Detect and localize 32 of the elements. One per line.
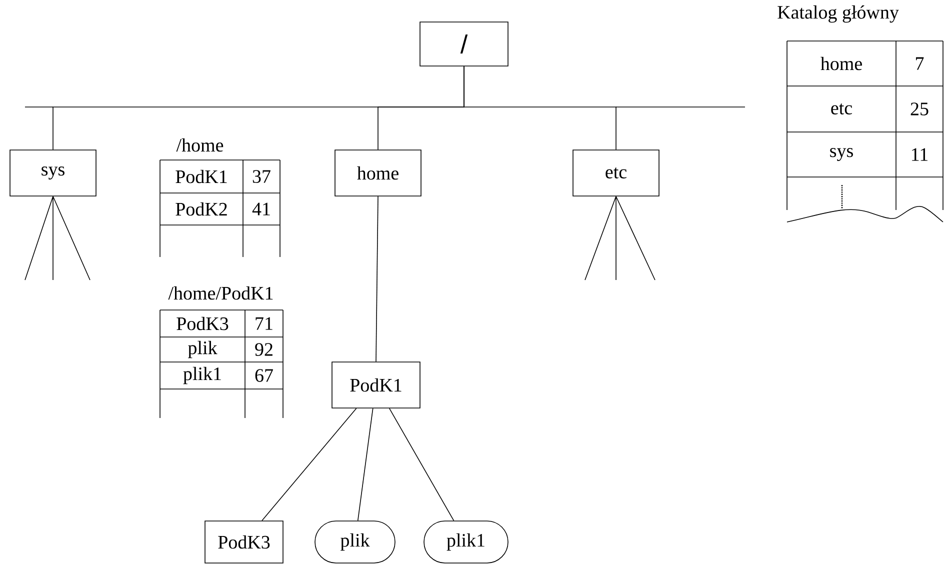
table-entry: plik: [188, 340, 218, 358]
table-entry: 25: [910, 102, 928, 116]
table-entry: PodK1: [176, 170, 227, 184]
table-entry: PodK3: [176, 316, 228, 330]
directory-box: sys: [10, 150, 96, 196]
table-title: /home: [176, 138, 224, 152]
tree-line: [262, 408, 357, 521]
tree-line: [376, 196, 378, 362]
table-entry: 41: [252, 202, 270, 216]
directory-box: PodK1: [332, 362, 420, 408]
tree-line: [357, 408, 374, 521]
file-node: plik: [314, 520, 396, 564]
directory-box: home: [334, 150, 422, 196]
table-entry: sys: [830, 148, 853, 162]
table-title: /home/PodK1: [168, 286, 273, 300]
file-node: plik1: [424, 520, 508, 564]
table-entry: plik1: [183, 366, 221, 384]
directory-box: etc: [572, 150, 660, 196]
table-title: Katalog główny: [778, 5, 899, 23]
table-entry: 7: [916, 57, 924, 70]
tree-line: [464, 66, 616, 150]
directory-box: /: [420, 22, 508, 66]
table-entry: 67: [255, 369, 273, 382]
table-entry: 71: [256, 317, 272, 330]
table-entry: etc: [831, 104, 852, 114]
table-entry: 37: [252, 170, 270, 183]
table-entry: home: [820, 56, 862, 70]
table-entry: 92: [255, 343, 272, 356]
directory-box: PodK3: [204, 520, 284, 564]
table-entry: 11: [912, 148, 928, 161]
table-entry: PodK2: [176, 202, 227, 216]
tree-line: [389, 408, 454, 521]
